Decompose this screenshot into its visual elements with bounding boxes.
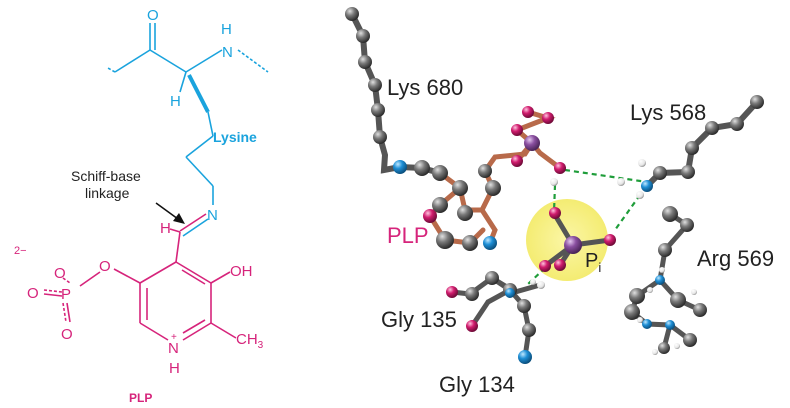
amide-nitrogen-label: N	[222, 44, 233, 61]
ring-nitrogen-label: N	[168, 340, 179, 357]
alpha-hydrogen-label: H	[170, 93, 181, 110]
schiff-base-arrow	[155, 202, 185, 224]
imine-hydrogen-label: H	[160, 220, 171, 237]
methyl-label: CH3	[236, 331, 264, 351]
hydroxyl-label: OH	[230, 263, 253, 280]
schiff-base-label-line2: linkage	[85, 185, 130, 201]
phosphorus-label: P	[61, 286, 71, 303]
lys680-label: Lys 680	[387, 75, 463, 100]
lysine-label: Lysine	[213, 129, 257, 145]
nitrogen-atoms	[393, 160, 675, 364]
ring-hydrogen-label: H	[169, 360, 180, 377]
phosphate-oxygen-top-label: O	[54, 265, 66, 282]
plp-label-3d: PLP	[387, 223, 429, 248]
ester-oxygen-label: O	[99, 258, 111, 275]
gly134-label: Gly 134	[439, 372, 515, 397]
lysine-bonds	[107, 23, 269, 205]
plp-bonds	[43, 213, 237, 341]
phosphate-oxygen-left-label: O	[27, 285, 39, 302]
amide-hydrogen-label: H	[221, 21, 232, 38]
chemical-structure-2d: O H N H N Lysine Schiff-base linkage	[14, 7, 269, 405]
epsilon-nitrogen-label: N	[207, 207, 218, 224]
phosphate-charge-label: 2−	[14, 245, 27, 257]
ring-nitrogen-charge: +	[171, 332, 177, 343]
hydrogen-atoms	[530, 159, 697, 355]
plp-label-2d: PLP	[129, 391, 152, 405]
ball-and-stick-model: Lys 680 Lys 568 PLP Pi Arg 569 Gly 135 G…	[345, 7, 774, 397]
arg569-label: Arg 569	[697, 246, 774, 271]
carbonyl-oxygen-label: O	[147, 7, 159, 24]
pi-label: Pi	[585, 250, 601, 275]
gly135-label: Gly 135	[381, 307, 457, 332]
lys568-label: Lys 568	[630, 100, 706, 125]
oxygen-atoms	[423, 106, 616, 332]
phosphate-oxygen-bottom-label: O	[61, 326, 73, 343]
phosphorus-atoms	[524, 135, 582, 254]
schiff-base-label-line1: Schiff-base	[71, 168, 141, 184]
